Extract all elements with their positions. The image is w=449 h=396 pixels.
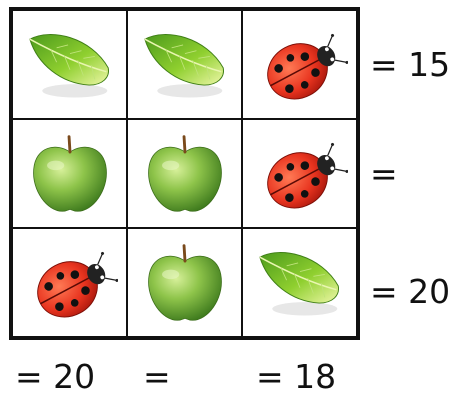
column-1-sum: = 20 xyxy=(15,357,96,396)
ladybug-icon xyxy=(252,131,348,217)
grid-cell-r2c3 xyxy=(242,119,357,228)
puzzle-grid xyxy=(9,7,360,340)
column-2-sum: = xyxy=(143,357,171,396)
row-1-sum: = 15 xyxy=(370,45,449,84)
row-2-sum: = xyxy=(370,154,398,193)
grid-cell-r1c3 xyxy=(242,10,357,119)
apple-icon xyxy=(22,131,118,217)
grid-cell-r1c1 xyxy=(12,10,127,119)
grid-cell-r3c1 xyxy=(12,228,127,337)
grid-cell-r3c2 xyxy=(127,228,242,337)
grid-cell-r1c2 xyxy=(127,10,242,119)
grid-cell-r3c3 xyxy=(242,228,357,337)
column-3-sum: = 18 xyxy=(256,357,337,396)
leaf-icon xyxy=(22,22,118,108)
leaf-icon xyxy=(137,22,233,108)
apple-icon xyxy=(137,131,233,217)
apple-icon xyxy=(137,240,233,326)
row-3-sum: = 20 xyxy=(370,272,449,311)
grid-cell-r2c1 xyxy=(12,119,127,228)
grid-cell-r2c2 xyxy=(127,119,242,228)
leaf-icon xyxy=(252,240,348,326)
ladybug-icon xyxy=(252,22,348,108)
ladybug-icon xyxy=(22,240,118,326)
